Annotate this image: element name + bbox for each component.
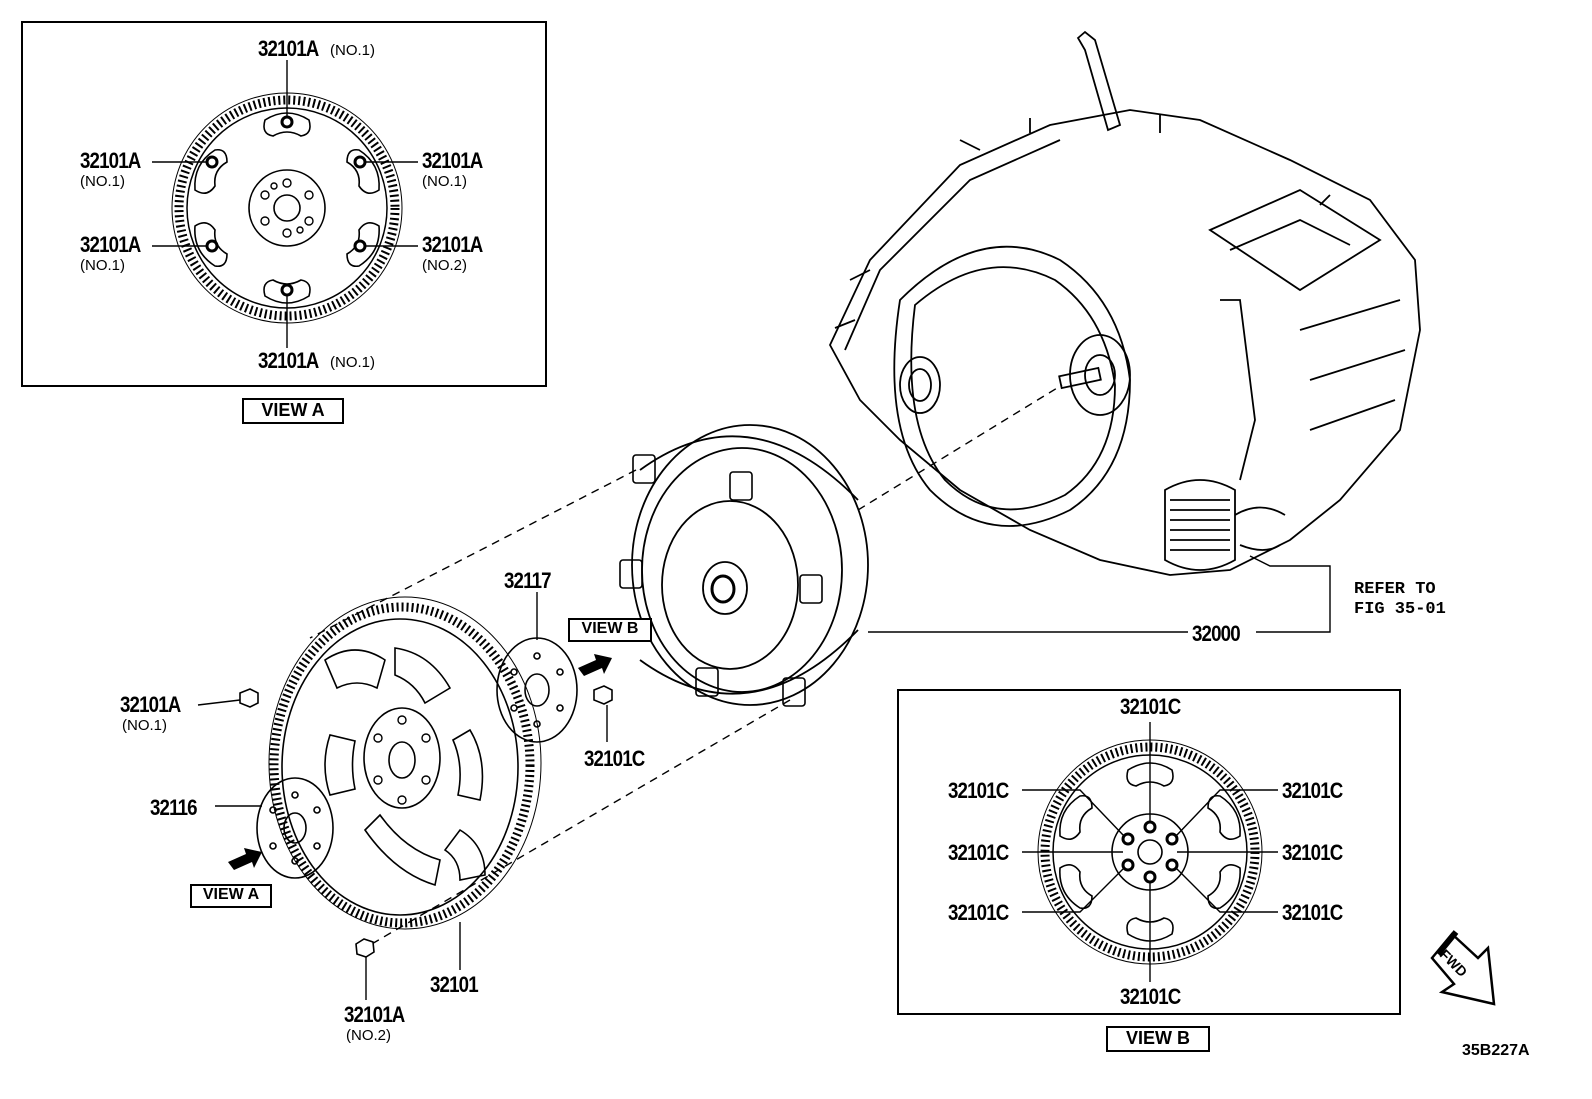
bolt-32101c-label: 32101C — [584, 746, 645, 771]
bolt-no2-sub: (NO.2) — [346, 1027, 391, 1044]
fwd-arrow — [1430, 930, 1496, 1006]
view-a-upper-right-sub: (NO.1) — [422, 173, 467, 190]
view-a-top-label: 32101A — [258, 36, 319, 61]
view-b-top-label: 32101C — [1120, 694, 1181, 719]
view-b-upper-right-label: 32101C — [1282, 778, 1343, 803]
view-a-top-sub: (NO.1) — [330, 42, 375, 59]
view-b-tag: VIEW B — [568, 618, 652, 642]
spacer-plate-32116 — [256, 777, 334, 879]
transaxle-assembly — [828, 30, 1421, 576]
view-a-bottom-sub: (NO.1) — [330, 354, 375, 371]
view-b-lower-left-label: 32101C — [948, 900, 1009, 925]
bolts — [239, 685, 613, 958]
view-b-detail — [897, 689, 1401, 1015]
view-a-upper-left-label: 32101A — [80, 148, 141, 173]
plate-32116-label: 32116 — [150, 795, 198, 820]
view-b-lower-right-label: 32101C — [1282, 900, 1343, 925]
view-a-bottom-label: 32101A — [258, 348, 319, 373]
view-a-upper-left-sub: (NO.1) — [80, 173, 125, 190]
plate-32117-label: 32117 — [504, 568, 552, 593]
refer-to-note: REFER TO FIG 35-01 — [1354, 580, 1446, 619]
view-a-title: VIEW A — [242, 398, 344, 424]
view-b-mid-right-label: 32101C — [1282, 840, 1343, 865]
view-b-mid-left-label: 32101C — [948, 840, 1009, 865]
bolt-no2-label: 32101A — [344, 1002, 405, 1027]
view-a-upper-right-label: 32101A — [422, 148, 483, 173]
view-a-detail — [21, 21, 547, 387]
callout-leaders — [197, 555, 1331, 1000]
view-b-title: VIEW B — [1106, 1026, 1210, 1052]
alignment-lines — [309, 384, 1063, 946]
view-a-lower-left-sub: (NO.1) — [80, 257, 125, 274]
spacer-plate-32117 — [496, 637, 578, 743]
drive-plate — [268, 596, 542, 930]
flywheel-label: 32101 — [430, 972, 479, 997]
view-a-tag: VIEW A — [190, 884, 272, 908]
view-a-lower-right-sub: (NO.2) — [422, 257, 467, 274]
torque-converter — [619, 424, 869, 707]
figure-code: 35B227A — [1462, 1042, 1530, 1059]
view-a-lower-right-label: 32101A — [422, 232, 483, 257]
bolt-no1-sub: (NO.1) — [122, 717, 167, 734]
view-arrows — [228, 654, 612, 870]
view-b-upper-left-label: 32101C — [948, 778, 1009, 803]
converter-part-number: 32000 — [1192, 621, 1241, 646]
view-b-bottom-label: 32101C — [1120, 984, 1181, 1009]
view-a-lower-left-label: 32101A — [80, 232, 141, 257]
bolt-no1-label: 32101A — [120, 692, 181, 717]
